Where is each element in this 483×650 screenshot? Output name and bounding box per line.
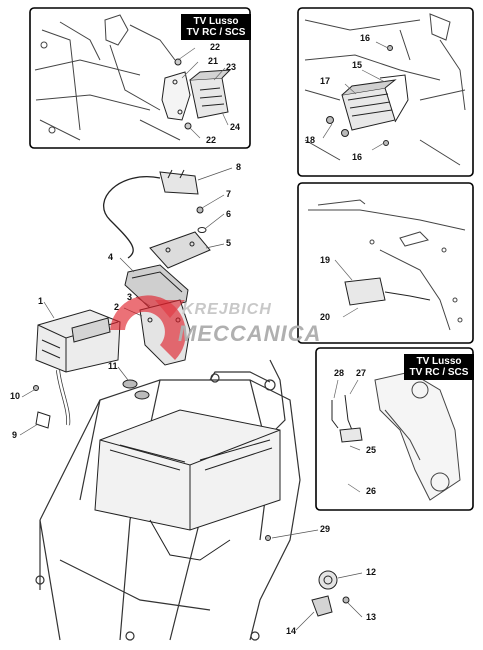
pads-11 [122, 379, 150, 400]
callout-29: 29 [320, 524, 331, 534]
callout-2: 2 [114, 302, 120, 312]
callout-9: 9 [12, 430, 18, 440]
callout-7: 7 [226, 189, 232, 199]
callout-15: 15 [352, 60, 363, 70]
screw-13 [342, 596, 350, 604]
sensor-27-28-parts [331, 394, 363, 443]
regulator-17-module [341, 79, 397, 131]
callout-12: 12 [366, 567, 377, 577]
bracket-15 [379, 74, 409, 123]
inset-panel-bottom-right [315, 347, 474, 511]
callout-28: 28 [334, 368, 345, 378]
cable-9 [35, 369, 71, 429]
inset-frame-top-right [304, 13, 466, 166]
screw-22-top [174, 58, 182, 66]
inset-frame-top-left [34, 14, 181, 141]
leader-lines-top-right [322, 41, 389, 151]
callout-1: 1 [38, 296, 44, 306]
callout-26: 26 [366, 486, 377, 496]
callout-14: 14 [286, 626, 297, 636]
callout-19: 19 [320, 255, 331, 265]
caption-line-2: TV RC / SCS [186, 27, 246, 38]
leader-lines-top-left [177, 47, 229, 139]
callout-17: 17 [320, 76, 331, 86]
panel-caption-bottom-right: TV Lusso TV RC / SCS [404, 354, 474, 380]
callout-27: 27 [356, 368, 367, 378]
watermark-line1: KREJBICH [182, 301, 272, 318]
inset-frame-right-middle [308, 199, 466, 331]
caption-line-1: TV Lusso [416, 356, 462, 367]
callout-11: 11 [108, 361, 118, 371]
part-14-connector [311, 595, 333, 617]
nuts-18 [326, 116, 349, 137]
callout-22-top: 22 [210, 42, 221, 52]
ecu-1-module [35, 309, 121, 373]
callout-4: 4 [108, 252, 114, 262]
callout-25: 25 [366, 445, 377, 455]
part-12-sensor [318, 570, 338, 590]
inset-panel-top-right [297, 7, 474, 177]
inset-panel-top-left [29, 7, 251, 149]
callout-6: 6 [226, 209, 232, 219]
ecu-23-module [189, 69, 232, 119]
callout-5: 5 [226, 238, 232, 248]
steering-head-casting [374, 371, 461, 501]
plate-5 [149, 231, 211, 269]
sensor-8-cable [103, 169, 199, 259]
callout-16-top: 16 [360, 33, 371, 43]
callout-16-bottom: 16 [352, 152, 363, 162]
callout-23: 23 [226, 62, 237, 72]
callout-3: 3 [127, 292, 133, 302]
callout-24: 24 [230, 122, 241, 132]
inset-panel-right-middle [297, 182, 474, 344]
washer-6 [197, 227, 207, 233]
callout-13: 13 [366, 612, 377, 622]
leader-lines-bottom-right [333, 379, 361, 493]
callout-18: 18 [305, 135, 316, 145]
screw-22-bottom [184, 122, 192, 130]
leader-lines-main [19, 167, 363, 631]
callout-20: 20 [320, 312, 331, 322]
bracket-21-ecu-mount [161, 71, 191, 121]
callout-21: 21 [208, 56, 219, 66]
airbox-assembly [94, 409, 281, 561]
callout-8: 8 [236, 162, 242, 172]
panel-caption-top-left: TV Lusso TV RC / SCS [181, 14, 251, 40]
caption-line-1: TV Lusso [193, 16, 239, 27]
sensor-19-module [344, 277, 431, 306]
watermark-line2: MECCANICA [178, 321, 322, 346]
main-frame [35, 359, 301, 641]
caption-line-2: TV RC / SCS [409, 367, 469, 378]
screw-7 [196, 206, 204, 214]
watermark-logo-shape [110, 295, 186, 360]
callout-22-bottom: 22 [206, 135, 217, 145]
screw-10 [33, 385, 39, 391]
leader-lines-right-middle [334, 259, 359, 318]
part-29-screw [265, 535, 271, 541]
callout-10: 10 [10, 391, 21, 401]
